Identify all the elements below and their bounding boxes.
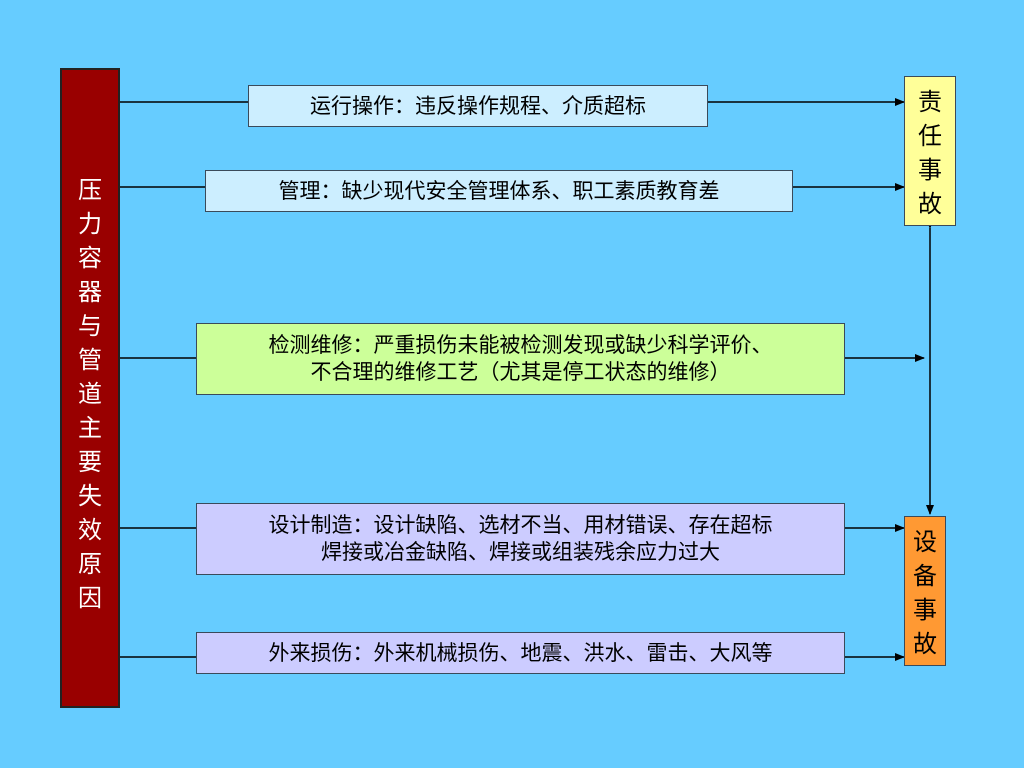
- failure-cause-bar: 压力容器与管道主要失效原因: [60, 68, 120, 708]
- outcome-equipment-accident: 设备事故: [904, 516, 946, 666]
- cause-external-text: 外来损伤：外来机械损伤、地震、洪水、雷击、大风等: [268, 640, 773, 665]
- cause-box-inspection-maintenance: 检测维修：严重损伤未能被检测发现或缺少科学评价、 不合理的维修工艺（尤其是停工状…: [196, 323, 845, 395]
- cause-management-text: 管理：缺少现代安全管理体系、职工素质教育差: [278, 178, 720, 203]
- cause-box-operation: 运行操作：违反操作规程、介质超标: [248, 85, 708, 127]
- cause-box-design-manufacture: 设计制造：设计缺陷、选材不当、用材错误、存在超标 焊接或冶金缺陷、焊接或组装残余…: [196, 503, 845, 575]
- cause-design-line-2: 焊接或冶金缺陷、焊接或组装残余应力过大: [321, 540, 720, 564]
- outcome-responsibility-accident: 责任事故: [904, 76, 956, 226]
- cause-inspection-line-1: 检测维修：严重损伤未能被检测发现或缺少科学评价、: [268, 333, 773, 357]
- cause-operation-text: 运行操作：违反操作规程、介质超标: [310, 93, 646, 118]
- cause-design-line-1: 设计制造：设计缺陷、选材不当、用材错误、存在超标: [268, 513, 773, 537]
- outcome-responsibility-label: 责任事故: [918, 88, 942, 218]
- failure-cause-title: 压力容器与管道主要失效原因: [78, 176, 102, 612]
- cause-inspection-line-2: 不合理的维修工艺（尤其是停工状态的维修）: [310, 360, 731, 384]
- cause-box-external-damage: 外来损伤：外来机械损伤、地震、洪水、雷击、大风等: [196, 632, 845, 674]
- cause-box-management: 管理：缺少现代安全管理体系、职工素质教育差: [205, 170, 793, 212]
- outcome-equipment-label: 设备事故: [913, 528, 937, 658]
